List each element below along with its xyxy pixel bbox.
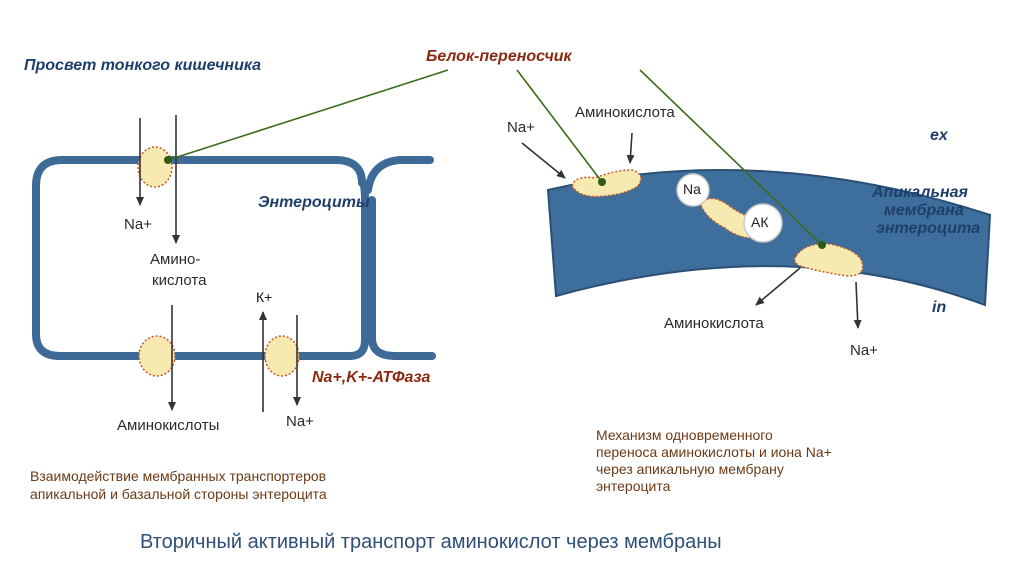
arrow-na-top: [521, 142, 566, 179]
amino-acid-top-label: Аминокислота: [575, 104, 675, 121]
right-caption-line1: Механизм одновременного: [596, 427, 773, 443]
pointer-dot-bottom: [818, 241, 826, 249]
na-top-label: Na+: [507, 119, 535, 136]
apical-label-line3: энтероцита: [876, 220, 981, 237]
na-bottom-label: Na+: [850, 342, 878, 359]
ak-circle-label: АК: [751, 214, 769, 230]
amino-acid-mid-line2: кислота: [152, 272, 207, 289]
arrow-aa-bottom: [755, 267, 801, 306]
in-label: in: [932, 299, 947, 316]
right-caption-line3: через апикальную мембрану: [596, 461, 784, 477]
slide-title: Вторичный активный транспорт аминокислот…: [140, 531, 722, 553]
left-caption-line2: апикальной и базальной стороны энтероцит…: [30, 486, 327, 502]
right-caption-line2: переноса аминокислоты и иона Na+: [596, 444, 832, 460]
pointer-dot-top: [598, 178, 606, 186]
right-caption-line4: энтероцита: [596, 478, 671, 494]
pointer-dot-left: [164, 156, 172, 164]
carrier-top: [571, 169, 642, 198]
apical-carrier-left: [137, 146, 173, 188]
arrow-na-bottom: [853, 281, 862, 329]
amino-acid-bottom-label: Аминокислота: [664, 315, 764, 332]
basal-carrier-left: [138, 335, 176, 377]
na-circle: [676, 173, 710, 207]
enterocyte-outline-left: [32, 156, 369, 360]
carrier-protein-label: Белок-переносчик: [426, 48, 572, 65]
apical-label-line1: Апикальная: [872, 184, 968, 201]
pointer-lines: [167, 69, 823, 246]
left-caption-line1: Взаимодействие мембранных транспортеров: [30, 468, 327, 484]
amino-acids-out-label: Аминокислоты: [117, 417, 220, 434]
amino-acid-mid-line1: Амино-: [150, 251, 201, 268]
na-circle-label: Na: [683, 181, 701, 197]
enterocytes-label: Энтероциты: [258, 194, 370, 211]
atpase-pump: [264, 335, 300, 377]
carrier-bottom: [793, 243, 864, 277]
na-in-label: Na+: [124, 216, 152, 233]
enterocyte-outline-right: [364, 156, 436, 360]
na-out-label: Na+: [286, 413, 314, 430]
atpase-label: Na+,K+-АТФаза: [312, 369, 431, 386]
ak-circle: [743, 203, 783, 243]
apical-label-line2: мембрана: [884, 202, 964, 219]
ex-label: ex: [930, 127, 948, 144]
lumen-label: Просвет тонкого кишечника: [24, 57, 262, 74]
arrow-aa-top: [626, 132, 635, 164]
k-plus-label: К+: [256, 289, 273, 305]
